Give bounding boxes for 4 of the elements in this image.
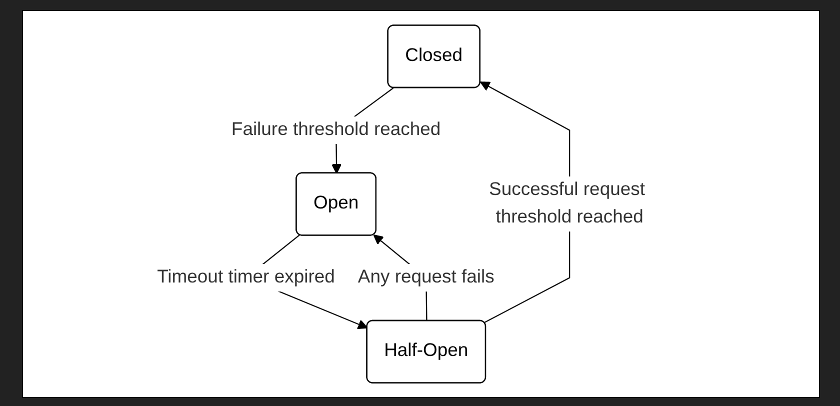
edge-label: Any request fails: [358, 267, 494, 288]
edge-label: Successful request threshold reached: [489, 180, 645, 228]
edge-label: Failure threshold reached: [231, 120, 441, 140]
edge-label: Timeout timer expired: [157, 267, 335, 288]
